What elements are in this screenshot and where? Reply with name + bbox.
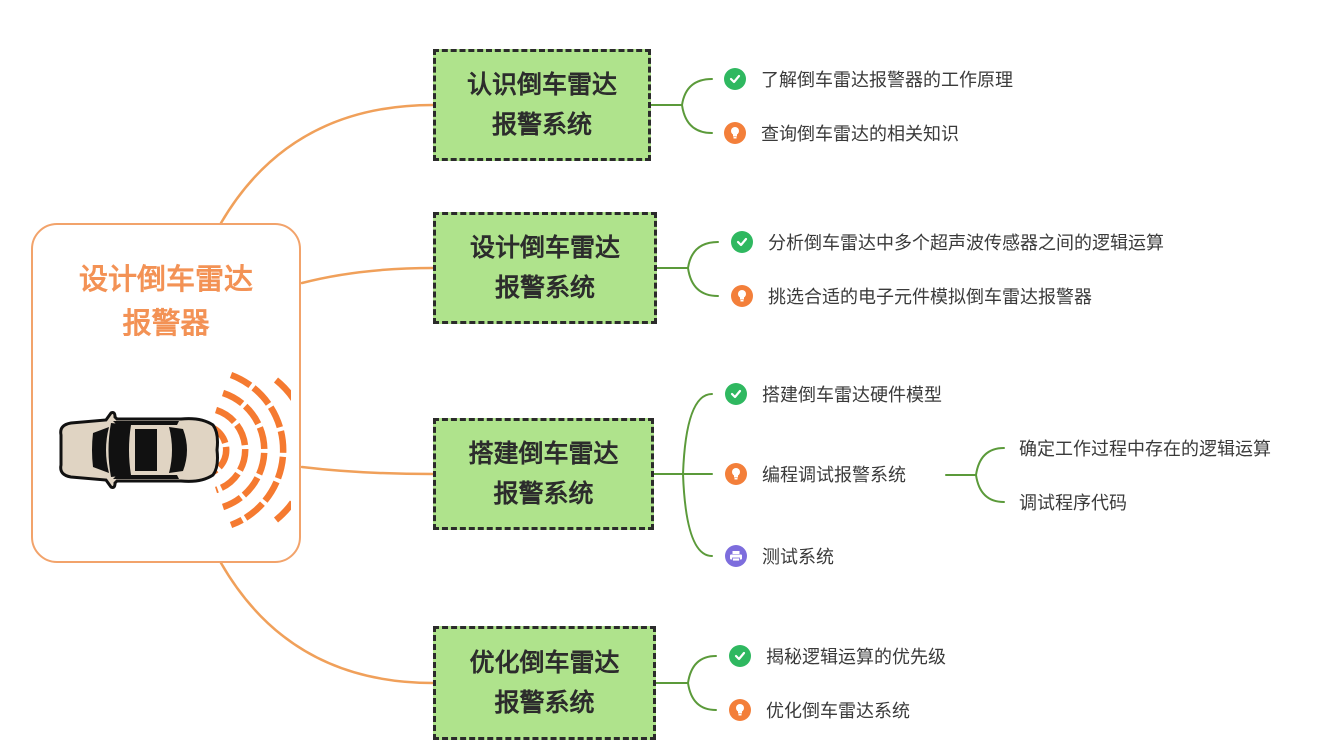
connector-branch-3-item-1 <box>682 393 713 475</box>
subleaf-3-2-2[interactable]: 调试程序代码 <box>1019 488 1127 516</box>
topic-node-2[interactable]: 设计倒车雷达 报警系统 <box>433 212 657 324</box>
subleaf-text: 调试程序代码 <box>1019 493 1127 514</box>
connector-subitem-2 <box>975 474 1005 503</box>
topic-node-4[interactable]: 优化倒车雷达 报警系统 <box>433 626 656 740</box>
leaf-3-3[interactable]: 测试系统 <box>725 542 834 570</box>
topic-2-line-1: 设计倒车雷达 <box>469 233 620 262</box>
leaf-3-1[interactable]: 搭建倒车雷达硬件模型 <box>725 380 942 408</box>
subleaf-3-2-1[interactable]: 确定工作过程中存在的逻辑运算 <box>1019 434 1271 462</box>
leaf-text: 了解倒车雷达报警器的工作原理 <box>761 70 1013 91</box>
check-icon <box>725 383 747 405</box>
connector-root-to-branch-3 <box>300 465 435 476</box>
topic-4-line-2: 报警系统 <box>494 688 595 717</box>
car-radar-illustration <box>59 371 291 529</box>
connector-branch-2-item-1 <box>687 241 719 269</box>
connector-root-to-branch-1 <box>219 103 435 225</box>
topic-node-1[interactable]: 认识倒车雷达 报警系统 <box>433 49 651 161</box>
root-title-line-1: 设计倒车雷达 <box>78 262 253 296</box>
check-icon <box>729 645 751 667</box>
subleaf-text: 确定工作过程中存在的逻辑运算 <box>1019 439 1271 460</box>
check-icon <box>731 231 753 253</box>
leaf-text: 编程调试报警系统 <box>762 465 906 486</box>
leaf-text: 搭建倒车雷达硬件模型 <box>762 385 942 406</box>
lightbulb-icon <box>729 699 751 721</box>
lightbulb-icon <box>731 285 753 307</box>
leaf-text: 优化倒车雷达系统 <box>766 701 910 722</box>
printer-icon <box>725 545 747 567</box>
root-title: 设计倒车雷达 报警器 <box>33 257 299 345</box>
leaf-1-1[interactable]: 了解倒车雷达报警器的工作原理 <box>724 65 1013 93</box>
topic-3-line-2: 报警系统 <box>493 479 594 508</box>
connector-branch-1-item-2 <box>681 104 713 134</box>
topic-1-line-2: 报警系统 <box>491 110 592 139</box>
connector-branch-4-item-2 <box>687 682 717 711</box>
connector-branch-4-item-1 <box>687 655 717 684</box>
leaf-2-1[interactable]: 分析倒车雷达中多个超声波传感器之间的逻辑运算 <box>731 228 1164 256</box>
leaf-text: 揭秘逻辑运算的优先级 <box>766 647 946 668</box>
leaf-1-2[interactable]: 查询倒车雷达的相关知识 <box>724 119 959 147</box>
leaf-2-2[interactable]: 挑选合适的电子元件模拟倒车雷达报警器 <box>731 282 1092 310</box>
connector-branch-3-item-3 <box>682 473 713 557</box>
connector-root-to-branch-4 <box>219 561 435 685</box>
connector-branch-1-item-1 <box>681 78 713 106</box>
topic-4-line-1: 优化倒车雷达 <box>469 648 620 677</box>
lightbulb-icon <box>725 463 747 485</box>
connector-root-to-branch-2 <box>300 266 435 285</box>
leaf-3-2[interactable]: 编程调试报警系统 <box>725 460 906 488</box>
check-icon <box>724 68 746 90</box>
connector-subitem-1 <box>975 447 1005 476</box>
car-icon <box>59 411 219 489</box>
radar-waves-icon <box>209 371 291 529</box>
leaf-text: 挑选合适的电子元件模拟倒车雷达报警器 <box>768 287 1092 308</box>
leaf-text: 查询倒车雷达的相关知识 <box>761 124 959 145</box>
topic-1-line-1: 认识倒车雷达 <box>466 70 617 99</box>
connector-branch-2-item-2 <box>687 267 719 297</box>
leaf-text: 分析倒车雷达中多个超声波传感器之间的逻辑运算 <box>768 233 1164 254</box>
leaf-4-2[interactable]: 优化倒车雷达系统 <box>729 696 910 724</box>
leaf-text: 测试系统 <box>762 547 834 568</box>
root-node[interactable]: 设计倒车雷达 报警器 <box>31 223 301 563</box>
root-title-line-2: 报警器 <box>122 306 210 340</box>
topic-3-line-1: 搭建倒车雷达 <box>468 439 619 468</box>
topic-node-3[interactable]: 搭建倒车雷达 报警系统 <box>433 418 654 530</box>
lightbulb-icon <box>724 122 746 144</box>
leaf-4-1[interactable]: 揭秘逻辑运算的优先级 <box>729 642 946 670</box>
topic-2-line-2: 报警系统 <box>494 273 595 302</box>
